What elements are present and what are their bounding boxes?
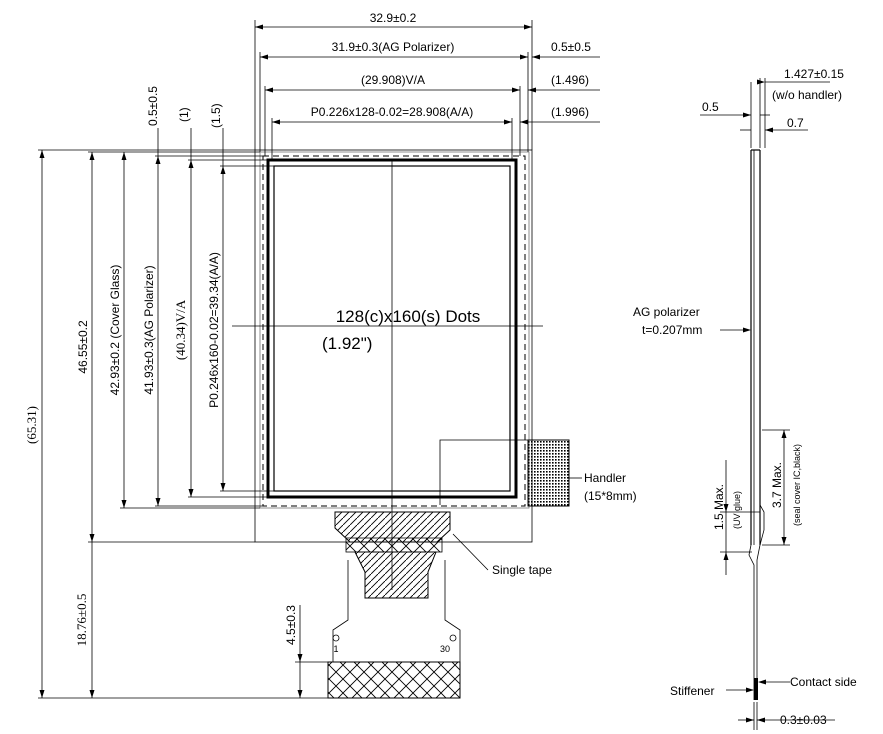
side-seal-note: (seal cover IC,black) bbox=[792, 444, 802, 526]
handler-block bbox=[527, 439, 570, 507]
dim-stiffener-length: 4.5±0.3 bbox=[284, 605, 298, 645]
side-bottom-dim: 0.3±0.03 bbox=[780, 713, 827, 727]
side-ag-polarizer: AG polarizer bbox=[633, 305, 700, 319]
handler-leader bbox=[439, 439, 528, 505]
side-top-dim-note: (w/o handler) bbox=[772, 88, 842, 102]
side-stiffener-label: Stiffener bbox=[670, 684, 714, 698]
stiffener-front bbox=[327, 661, 461, 699]
left-dimension-lines bbox=[38, 128, 328, 699]
single-tape-leader bbox=[452, 533, 489, 571]
dim-top-offset-2: (1) bbox=[177, 107, 191, 122]
dim-ag-polarizer-height: 41.93±0.3(AG Polarizer) bbox=[142, 265, 156, 394]
dim-top-offset-3: (1.5) bbox=[209, 103, 223, 128]
dim-ag-polarizer-width: 31.9±0.3(AG Polarizer) bbox=[332, 40, 455, 54]
dim-aa-height: P0.246x160-0.02=39.34(A/A) bbox=[207, 252, 221, 408]
side-view bbox=[700, 78, 835, 730]
fpc-hole-left bbox=[332, 634, 340, 642]
side-left-thickness: 0.5 bbox=[702, 100, 719, 114]
handler-size: (15*8mm) bbox=[584, 489, 637, 503]
side-right-thickness: 0.7 bbox=[787, 116, 804, 130]
single-tape-label: Single tape bbox=[492, 563, 552, 577]
dim-right-offset-1: 0.5±0.5 bbox=[551, 40, 591, 54]
dim-right-offset-3: (1.996) bbox=[551, 105, 589, 119]
diagonal-label: (1.92") bbox=[322, 334, 372, 353]
dim-aa-width: P0.226x128-0.02=28.908(A/A) bbox=[311, 105, 473, 119]
cover-glass-outline bbox=[259, 151, 530, 509]
module-outline bbox=[254, 149, 533, 543]
dim-outer-width: 32.9±0.2 bbox=[370, 11, 417, 25]
ag-polarizer-outline bbox=[262, 155, 526, 507]
side-uv-glue-dim: 1.5 Max. bbox=[712, 484, 726, 530]
fpc-connector bbox=[334, 511, 451, 543]
fpc-neck bbox=[354, 551, 437, 599]
side-stiffener bbox=[754, 678, 758, 700]
dim-va-height: (40.34)V/A bbox=[173, 299, 188, 360]
dim-va-width: (29.908)V/A bbox=[361, 73, 425, 87]
side-contact-side-label: Contact side bbox=[790, 675, 857, 689]
dim-cover-glass-height: 42.93±0.2 (Cover Glass) bbox=[108, 265, 122, 396]
top-dimension-lines bbox=[254, 20, 600, 160]
side-top-dim: 1.427±0.15 bbox=[784, 67, 844, 81]
handler-label: Handler bbox=[584, 471, 626, 485]
dim-outer-height: 46.55±0.2 bbox=[76, 320, 90, 374]
dim-top-offset-1: 0.5±0.5 bbox=[146, 86, 160, 126]
fpc-hole-right bbox=[449, 634, 457, 642]
pin-first-label: 1 bbox=[333, 644, 338, 654]
dim-fpc-length: 18.76±0.5 bbox=[74, 594, 89, 647]
side-ag-thickness: t=0.207mm bbox=[642, 323, 702, 337]
side-uv-glue-note: (UV glue) bbox=[732, 491, 742, 529]
front-view bbox=[232, 149, 582, 699]
fpc-tape-zone bbox=[345, 537, 443, 553]
dim-right-offset-2: (1.496) bbox=[551, 73, 589, 87]
resolution-label: 128(c)x160(s) Dots bbox=[336, 307, 481, 326]
dim-total-length: (65.31) bbox=[24, 406, 39, 444]
side-seal-dim: 3.7 Max. bbox=[770, 462, 784, 508]
pin-last-label: 30 bbox=[440, 644, 450, 654]
